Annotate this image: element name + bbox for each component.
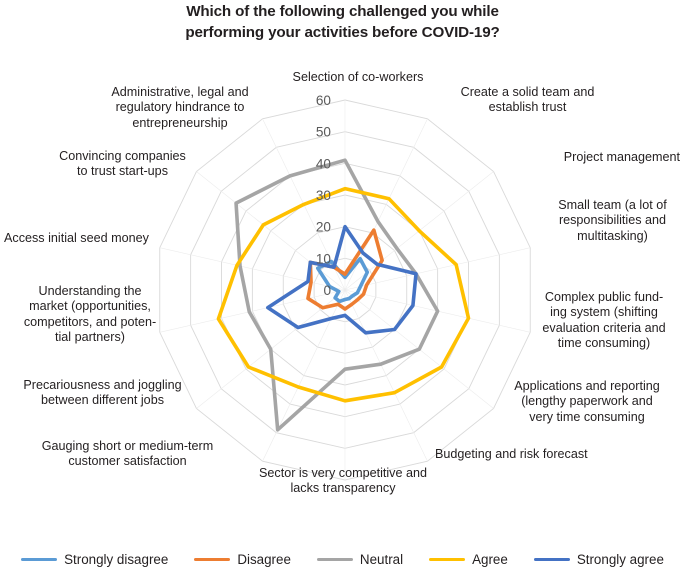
axis-label-precariousness-and-joggling: Precariousness and joggling between diff… [23, 378, 182, 408]
axis-label-project-management: Project management [563, 150, 680, 164]
radial-tick-50: 50 [316, 125, 332, 140]
axis-label-sector-is-very-competitive: Sector is very competitive and lacks tra… [259, 466, 427, 496]
chart-legend: Strongly disagree Disagree Neutral Agree Str… [0, 552, 685, 567]
legend-item-strongly-agree[interactable]: Strongly agree [533, 552, 664, 567]
page-title: Which of the following challenged you wh… [0, 0, 685, 43]
legend-label: Strongly disagree [64, 552, 169, 567]
radar-series-agree [216, 186, 471, 403]
axis-label-complex-public-funding-system: Complex public fund- ing system (shiftin… [542, 290, 666, 351]
axis-label-selection-of-co-workers: Selection of co-workers [292, 70, 424, 84]
radar-series-strongly-agree [266, 224, 418, 335]
radial-axis-ticks: 60 50 40 30 20 10 0 [316, 93, 332, 298]
title-line-2: performing your activities before COVID-… [185, 24, 500, 41]
axis-label-small-team: Small team (a lot of responsibilities an… [558, 198, 667, 243]
legend-label: Disagree [237, 552, 291, 567]
legend-swatch-icon [21, 557, 58, 562]
legend-item-strongly-disagree[interactable]: Strongly disagree [21, 552, 168, 567]
legend-item-neutral[interactable]: Neutral [316, 552, 404, 567]
legend-label: Strongly agree [576, 552, 664, 567]
legend-item-disagree[interactable]: Disagree [194, 552, 291, 567]
legend-swatch-icon [316, 557, 353, 562]
axis-label-administrative-legal-regulatory: Administrative, legal and regulatory hin… [111, 85, 249, 130]
axis-label-understanding-the-market: Understanding the market (opportunities,… [23, 284, 157, 345]
legend-swatch-icon [194, 557, 231, 562]
title-line-1: Which of the following challenged you wh… [186, 3, 499, 20]
axis-label-applications-and-reporting: Applications and reporting (lengthy pape… [514, 379, 660, 424]
radar-chart-svg: 60 50 40 30 20 10 0 [159, 93, 531, 481]
radial-tick-40: 40 [316, 156, 332, 171]
radial-tick-30: 30 [316, 188, 332, 203]
legend-label: Neutral [359, 552, 404, 567]
legend-swatch-icon [429, 557, 466, 562]
radial-tick-60: 60 [316, 93, 332, 108]
axis-label-convincing-companies: Convincing companies to trust start-ups [59, 149, 186, 179]
legend-item-agree[interactable]: Agree [429, 552, 508, 567]
legend-label: Agree [472, 552, 508, 567]
radial-tick-20: 20 [316, 220, 332, 235]
legend-swatch-icon [533, 557, 570, 562]
axis-label-budgeting-and-risk-forecast: Budgeting and risk forecast [435, 447, 588, 461]
axis-label-gauging-customer-satisfaction: Gauging short or medium-term customer sa… [41, 439, 214, 469]
radar-series-strongly-disagree [315, 256, 370, 304]
axis-label-access-initial-seed-money: Access initial seed money [4, 231, 149, 245]
axis-label-create-a-solid-team-and-establish-trust: Create a solid team and establish trust [460, 85, 595, 115]
radial-tick-0: 0 [323, 283, 331, 298]
radial-tick-10: 10 [316, 251, 332, 266]
radar-series-neutral [234, 158, 440, 432]
